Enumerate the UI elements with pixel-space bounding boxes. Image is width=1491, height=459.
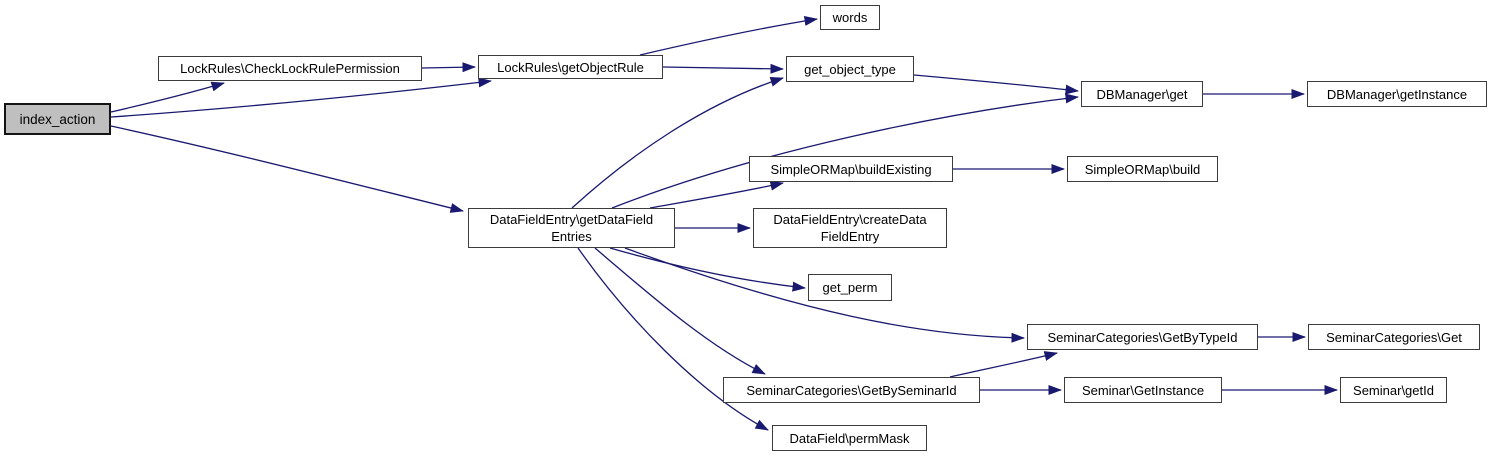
node-lockrules-getobjectrule[interactable]: LockRules\getObjectRule (478, 55, 663, 79)
node-label: index_action (19, 111, 96, 127)
edge-datafieldentry-getdatafieldentries-to-simpleormap-buildexisting (649, 180, 784, 209)
node-label: DBManager\get (1096, 86, 1188, 102)
node-label: DataField\permMask (789, 430, 910, 446)
node-simpleormap-build[interactable]: SimpleORMap\build (1067, 156, 1218, 182)
node-label: FieldEntry (820, 229, 880, 244)
node-dbmanager-getinstance[interactable]: DBManager\getInstance (1307, 81, 1487, 107)
edge-lockrules-getobjectrule-to-words (639, 16, 818, 56)
node-label: LockRules\CheckLockRulePermission (180, 61, 400, 76)
node-label: SeminarCategories\GetBySeminarId (746, 382, 957, 398)
node-label: SimpleORMap\buildExisting (770, 161, 932, 177)
node-datafield-permmask[interactable]: DataField\permMask (772, 425, 927, 451)
edge-datafieldentry-getdatafieldentries-to-get-perm (609, 247, 806, 292)
node-label: LockRules\getObjectRule (497, 59, 644, 75)
edge-seminarcategories-getbyseminarid-to-seminarcategories-getbytypeid (949, 351, 1058, 378)
edge-get-object-type-to-dbmanager-get (913, 74, 1079, 95)
node-get-perm[interactable]: get_perm (808, 274, 892, 301)
node-label: SimpleORMap\build (1084, 161, 1201, 177)
node-label: get_object_type (804, 61, 896, 77)
edge-datafieldentry-getdatafieldentries-to-dbmanager-get (611, 93, 1079, 209)
node-get-object-type[interactable]: get_object_type (786, 56, 914, 82)
node-simpleormap-buildexisting[interactable]: SimpleORMap\buildExisting (749, 156, 953, 182)
node-seminarcategories-getbytypeid[interactable]: SeminarCategories\GetByTypeId (1027, 324, 1258, 350)
edge-datafieldentry-getdatafieldentries-to-seminarcategories-getbytypeid (624, 247, 1025, 343)
edge-lockrules-checklockrulepermission-to-lockrules-getobjectrule (421, 62, 476, 73)
edge-datafieldentry-getdatafieldentries-to-seminarcategories-getbyseminarid (594, 247, 766, 375)
node-words[interactable]: words (820, 5, 880, 30)
edge-datafieldentry-getdatafieldentries-to-datafield-permmask (577, 247, 769, 431)
node-label: DataFieldEntry\getDataField (489, 212, 654, 227)
edge-lockrules-getobjectrule-to-get-object-type (662, 63, 784, 74)
node-lockrules-checklockrulepermission[interactable]: LockRules\CheckLockRulePermission (158, 56, 422, 81)
edge-index-action-to-lockrules-getobjectrule (110, 77, 492, 118)
node-label: Seminar\GetInstance (1081, 382, 1205, 398)
node-label: SeminarCategories\Get (1326, 329, 1462, 345)
node-dbmanager-get[interactable]: DBManager\get (1081, 81, 1203, 107)
node-seminar-getinstance[interactable]: Seminar\GetInstance (1064, 377, 1222, 403)
node-seminarcategories-getbyseminarid[interactable]: SeminarCategories\GetBySeminarId (723, 377, 980, 403)
node-seminarcategories-get[interactable]: SeminarCategories\Get (1308, 324, 1480, 350)
node-label: get_perm (822, 280, 878, 295)
node-label: words (832, 10, 868, 25)
node-label: Entries (551, 229, 592, 244)
edge-index-action-to-lockrules-checklockrulepermission (110, 81, 225, 113)
node-label: DataFieldEntry\createData (773, 212, 927, 227)
node-label: DBManager\getInstance (1326, 86, 1468, 102)
node-index-action[interactable]: index_action (4, 103, 111, 135)
node-seminar-getid[interactable]: Seminar\getId (1340, 377, 1447, 403)
node-label: Seminar\getId (1353, 382, 1434, 398)
edge-datafieldentry-getdatafieldentries-to-get-object-type (571, 77, 784, 209)
node-label: SeminarCategories\GetByTypeId (1047, 329, 1238, 345)
edge-index-action-to-datafieldentry-getdatafieldentries (110, 125, 464, 213)
